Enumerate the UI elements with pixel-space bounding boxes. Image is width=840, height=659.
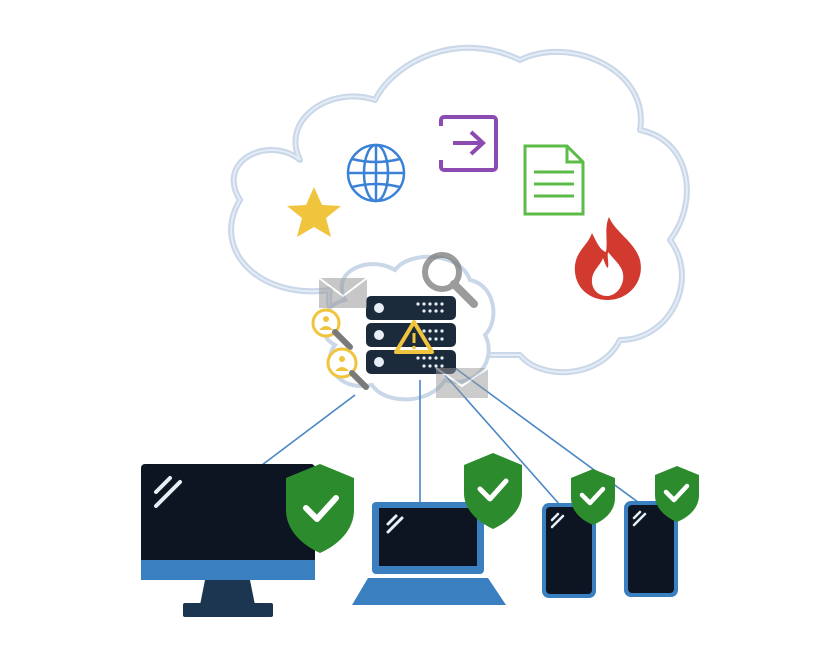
connector-line-desktop — [261, 394, 356, 466]
shield-check-icon — [464, 453, 522, 529]
phone — [624, 501, 678, 597]
phone — [542, 503, 596, 598]
shield-check-icon — [286, 464, 354, 553]
screen-glare — [154, 476, 182, 508]
shield-check-icon — [571, 469, 615, 525]
screen-glare — [632, 510, 647, 527]
warning-icon — [394, 320, 434, 354]
envelope-icon — [435, 367, 489, 398]
server-unit-3 — [366, 350, 456, 374]
login-icon — [436, 115, 498, 172]
fire-icon — [574, 217, 641, 300]
envelope-icon — [318, 277, 368, 308]
desktop-monitor — [141, 464, 315, 617]
laptop — [352, 502, 506, 605]
user-alert-icon — [326, 347, 369, 390]
server-stack — [366, 296, 456, 374]
user-alert-icon — [311, 308, 353, 350]
shield-check-icon — [655, 466, 699, 522]
document-icon — [523, 144, 585, 216]
server-unit-2 — [366, 323, 456, 347]
server-unit-1 — [366, 296, 456, 320]
screen-glare — [386, 514, 404, 534]
globe-icon — [346, 143, 406, 203]
magnifier-icon — [422, 252, 478, 308]
star-icon — [287, 187, 341, 237]
screen-glare — [550, 512, 565, 529]
